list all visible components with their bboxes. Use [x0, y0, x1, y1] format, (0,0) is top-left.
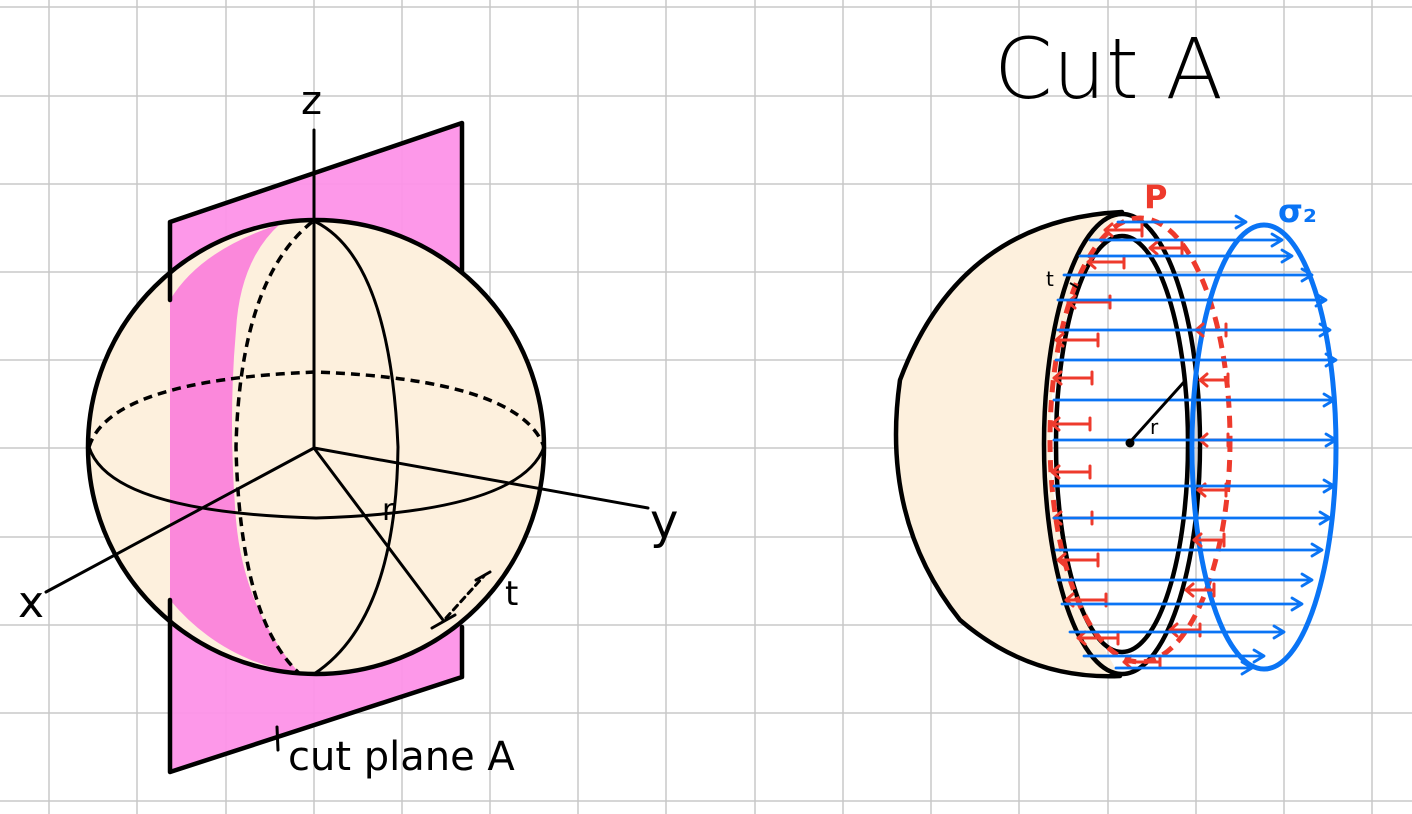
hemisphere-free-body [893, 209, 1339, 679]
meridian-back-dashed [234, 220, 314, 676]
stress-arrows [1052, 214, 1338, 676]
stress-label: σ₂ [1278, 192, 1317, 230]
sphere-with-cut-plane [44, 120, 650, 775]
radius-label: r [382, 493, 395, 528]
cut-center-point [1125, 438, 1135, 448]
cut-plane-outline-top [167, 120, 465, 303]
hemisphere-outline [893, 209, 1125, 679]
pressure-label: P [1144, 178, 1167, 216]
y-axis-label: y [650, 494, 678, 550]
shell-outer-edge [1041, 211, 1203, 677]
thickness-label: t [505, 574, 518, 614]
x-axis [44, 446, 316, 594]
thickness-dimension [444, 574, 486, 620]
radius-line [312, 446, 445, 622]
cut-plane-label: cut plane A [288, 734, 515, 780]
equator-back-dashed [87, 370, 546, 448]
x-axis-label: x [18, 577, 44, 628]
plane-overlap-region [170, 224, 300, 674]
z-axis-label: z [301, 78, 322, 124]
stress-ring [1189, 222, 1339, 672]
cut-a-title: Cut A [994, 20, 1223, 118]
plane-label-pointer [275, 725, 280, 752]
cut-plane-outline-bottom [167, 597, 465, 775]
meridian-front [312, 220, 400, 676]
thickness-tick-inner [430, 613, 457, 630]
cut-radius-line [1128, 380, 1186, 444]
cut-thickness-label: t [1046, 267, 1054, 291]
y-axis [312, 446, 650, 510]
cut-radius-label: r [1150, 415, 1159, 439]
hemisphere-body [896, 212, 1122, 677]
cut-face-inner [1053, 233, 1191, 655]
cut-thickness-pointer [1069, 282, 1081, 290]
